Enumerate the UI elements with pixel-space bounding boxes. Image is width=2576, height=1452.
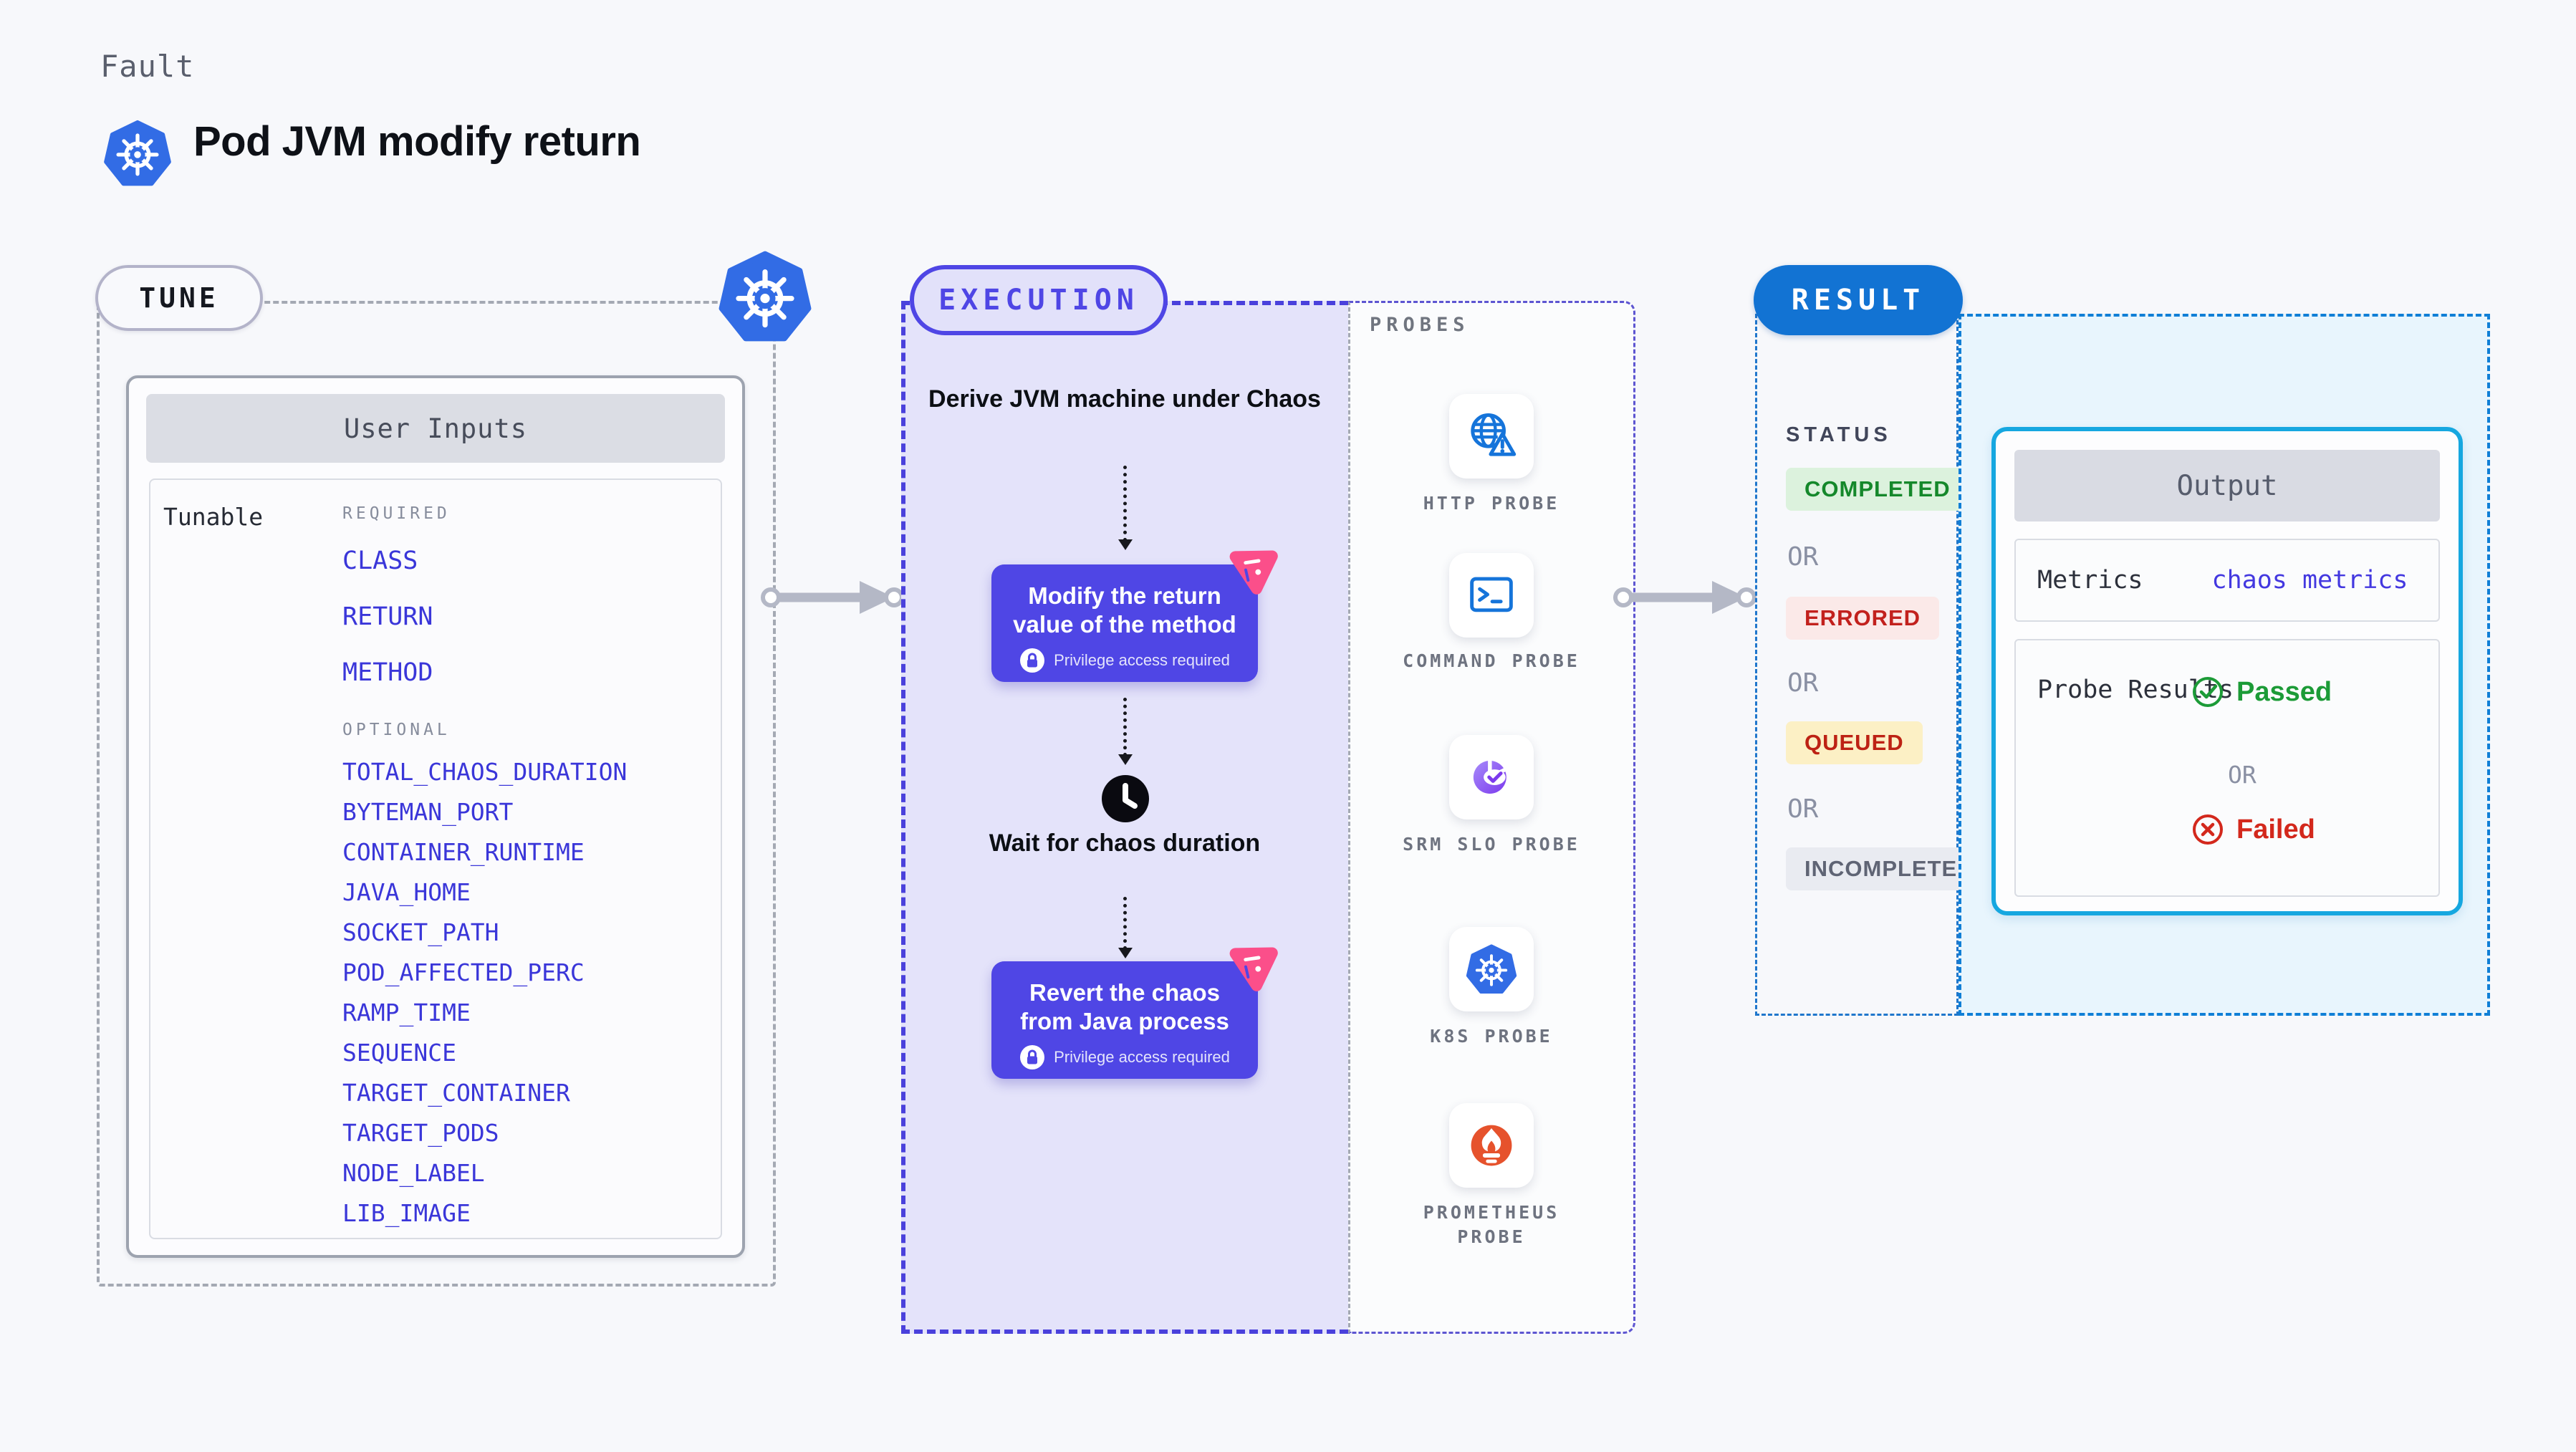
tunable-link[interactable]: SEQUENCE (342, 1039, 456, 1067)
page-title: Pod JVM modify return (193, 118, 641, 165)
status-heading: STATUS (1786, 423, 1892, 446)
probe-label: HTTP PROBE (1423, 493, 1560, 514)
tunable-link[interactable]: LIB_IMAGE (342, 1199, 471, 1227)
tunable-link[interactable]: CONTAINER_RUNTIME (342, 838, 585, 866)
tunable-link[interactable]: RETURN (342, 602, 433, 631)
privilege-note: Privilege access required (1054, 651, 1230, 669)
execution-pill: EXECUTION (910, 265, 1168, 335)
status-badge-queued: QUEUED (1786, 721, 1923, 764)
or-label: OR (1787, 794, 1819, 824)
metrics-row: Metrics chaos metrics (2014, 539, 2440, 622)
metrics-label: Metrics (2037, 566, 2143, 595)
down-arrow-icon (1118, 698, 1133, 765)
or-label: OR (1787, 542, 1819, 572)
tunable-column-label: Tunable (163, 503, 264, 531)
or-label: OR (2228, 761, 2257, 789)
metrics-value[interactable]: chaos metrics (2211, 566, 2408, 595)
terminal-icon (1466, 570, 1517, 620)
output-header: Output (2014, 450, 2440, 521)
node-title: Revert the chaos from Java process (1020, 979, 1229, 1034)
probes-heading: PROBES (1370, 314, 1470, 336)
chaos-badge-icon (1219, 934, 1284, 999)
step-derive-jvm: Derive JVM machine under Chaos (928, 385, 1321, 413)
command-probe-card (1449, 553, 1534, 638)
modify-return-node: Modify the return value of the method Pr… (991, 564, 1258, 682)
k8s-probe-card (1449, 927, 1534, 1011)
srm-slo-probe-card (1449, 735, 1534, 819)
tunable-link[interactable]: METHOD (342, 658, 433, 687)
prometheus-probe-card (1449, 1103, 1534, 1188)
status-badge-completed: COMPLETED (1786, 468, 1969, 511)
kubernetes-icon (1466, 943, 1517, 995)
tunable-link[interactable]: TARGET_CONTAINER (342, 1079, 570, 1107)
globe-warning-icon (1466, 411, 1517, 461)
passed-result: Passed (2191, 675, 2332, 709)
http-probe-card (1449, 394, 1534, 479)
tune-pill: TUNE (95, 265, 263, 331)
check-circle-icon (2191, 675, 2225, 709)
x-circle-icon (2191, 812, 2225, 847)
tunable-link[interactable]: TOTAL_CHAOS_DURATION (342, 758, 628, 786)
tunable-link[interactable]: JAVA_HOME (342, 878, 471, 906)
fault-eyebrow: Fault (100, 49, 195, 84)
tunable-link[interactable]: RAMP_TIME (342, 999, 471, 1027)
revert-chaos-node: Revert the chaos from Java process Privi… (991, 961, 1258, 1079)
user-inputs-table: Tunable REQUIRED CLASS RETURN METHOD OPT… (149, 479, 722, 1239)
tunable-link[interactable]: CLASS (342, 547, 418, 575)
probe-results-row: Probe Results Passed OR Failed (2014, 639, 2440, 897)
failed-result: Failed (2191, 812, 2315, 847)
tunable-link[interactable]: NODE_LABEL (342, 1159, 485, 1187)
down-arrow-icon (1118, 466, 1133, 550)
lock-icon (1019, 648, 1045, 673)
failed-label: Failed (2236, 814, 2315, 845)
privilege-note: Privilege access required (1054, 1048, 1230, 1066)
probe-label: K8S PROBE (1430, 1026, 1553, 1047)
prometheus-icon (1466, 1120, 1517, 1170)
slo-pie-icon (1466, 752, 1517, 802)
tunable-link[interactable]: SOCKET_PATH (342, 918, 499, 946)
tunable-list: REQUIRED CLASS RETURN METHOD OPTIONAL TO… (342, 496, 627, 1235)
probe-label: COMMAND PROBE (1403, 650, 1580, 671)
or-label: OR (1787, 668, 1819, 698)
probe-label: PROMETHEUS PROBE (1423, 1202, 1560, 1247)
optional-heading: OPTIONAL (342, 721, 451, 739)
tunable-link[interactable]: TARGET_PODS (342, 1119, 499, 1147)
chaos-badge-icon (1219, 537, 1284, 602)
tunable-link[interactable]: POD_AFFECTED_PERC (342, 958, 585, 986)
clock-icon (1099, 772, 1152, 825)
kubernetes-icon (103, 119, 172, 188)
user-inputs-header: User Inputs (146, 394, 725, 463)
arrow-tune-to-execution-icon (761, 574, 904, 620)
result-pill: RESULT (1754, 265, 1963, 335)
status-badge-errored: ERRORED (1786, 597, 1940, 640)
arrow-execution-to-result-icon (1613, 574, 1756, 620)
down-arrow-icon (1118, 897, 1133, 958)
status-box: STATUS COMPLETED OR ERRORED OR QUEUED OR… (1755, 314, 1993, 1016)
lock-icon (1019, 1044, 1045, 1070)
passed-label: Passed (2236, 676, 2332, 707)
step-wait-duration: Wait for chaos duration (989, 830, 1261, 857)
node-title: Modify the return value of the method (1013, 582, 1236, 638)
tune-section-border (97, 301, 776, 1287)
tunable-link[interactable]: BYTEMAN_PORT (342, 798, 514, 826)
output-card: Output Metrics chaos metrics Probe Resul… (1991, 427, 2463, 915)
required-heading: REQUIRED (342, 504, 451, 523)
kubernetes-icon (718, 249, 812, 344)
user-inputs-card: User Inputs Tunable REQUIRED CLASS RETUR… (126, 375, 745, 1258)
probe-label: SRM SLO PROBE (1403, 834, 1580, 855)
status-badge-incompleted: INCOMPLETED (1786, 847, 1993, 890)
